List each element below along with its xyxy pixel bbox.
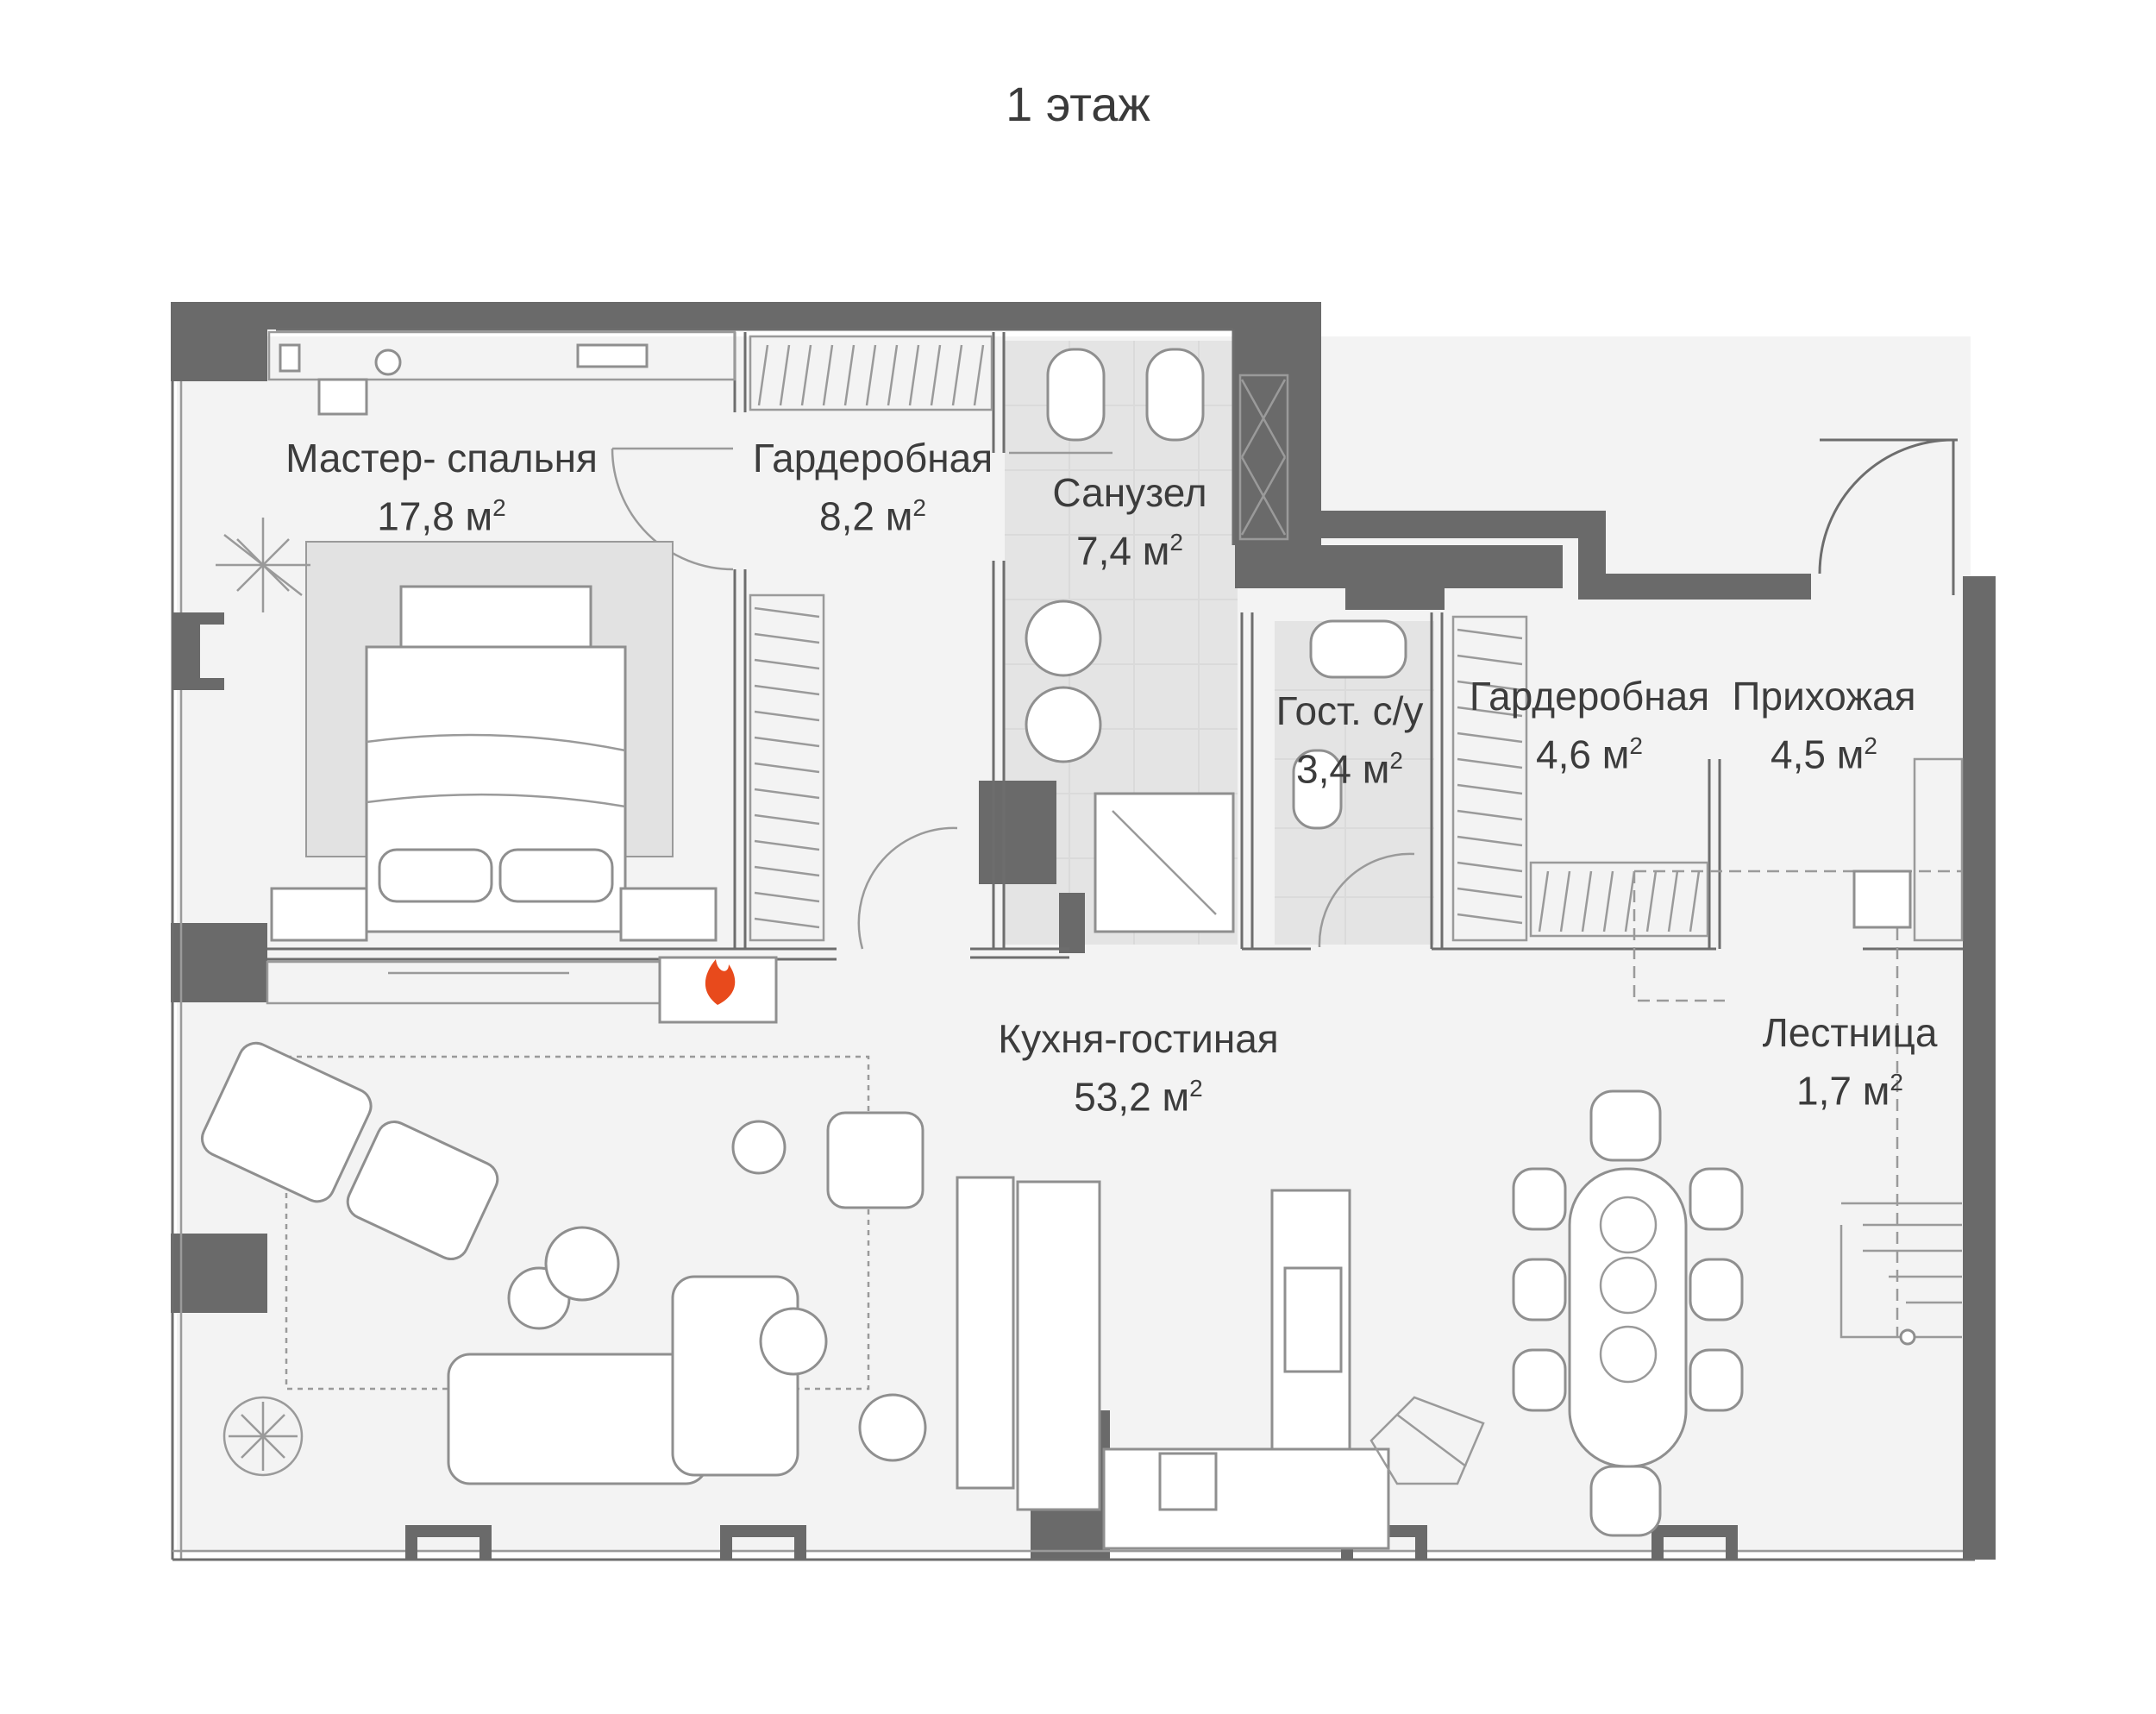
entry-door[interactable] — [1818, 438, 1958, 595]
room-area: 53,2 м2 — [1074, 1074, 1203, 1120]
room-area: 8,2 м2 — [819, 493, 926, 539]
room-wardrobe-2: Гардеробная 4,6 м2 — [1470, 671, 1709, 779]
room-name: Лестница — [1762, 1010, 1938, 1055]
room-name: Кухня-гостиная — [998, 1016, 1279, 1061]
kitchen-island — [956, 1176, 1390, 1550]
room-area: 7,4 м2 — [1076, 528, 1183, 574]
dining-table — [1369, 1089, 1744, 1537]
room-name: Мастер- спальня — [285, 436, 598, 480]
room-area: 17,8 м2 — [377, 493, 506, 539]
room-staircase: Лестница 1,7 м2 — [1763, 1008, 1938, 1115]
bedroom-desk — [267, 330, 736, 416]
floor-title: 1 этаж — [1006, 77, 1150, 131]
room-name: Гост. с/у — [1275, 688, 1424, 733]
room-area: 4,5 м2 — [1771, 731, 1877, 777]
room-bathroom: Санузел 7,4 м2 — [1052, 468, 1206, 575]
exterior-walls — [171, 302, 1996, 1560]
bathroom-fixtures — [1025, 348, 1407, 933]
room-master-bedroom: Мастер- спальня 17,8 м2 — [285, 433, 598, 541]
room-hallway: Прихожая 4,5 м2 — [1732, 671, 1915, 779]
room-area: 4,6 м2 — [1536, 731, 1643, 777]
interior-doors[interactable] — [611, 447, 1415, 950]
room-area: 1,7 м2 — [1796, 1068, 1903, 1114]
room-name: Санузел — [1052, 470, 1207, 515]
room-area: 3,4 м2 — [1296, 746, 1403, 792]
bedroom-plant — [216, 518, 310, 612]
fireplace — [658, 956, 778, 1024]
staircase-drawing — [1633, 757, 1964, 1346]
window-mullions — [172, 612, 1738, 1560]
room-name: Гардеробная — [752, 436, 993, 480]
room-name: Прихожая — [1732, 674, 1916, 719]
living-room-furniture — [200, 1041, 927, 1485]
bed — [270, 541, 718, 942]
room-name: Гардеробная — [1469, 674, 1710, 719]
room-kitchen-living: Кухня-гостиная 53,2 м2 — [998, 1014, 1278, 1121]
window-glazing — [171, 381, 1975, 1561]
room-guest-wc: Гост. с/у 3,4 м2 — [1276, 686, 1424, 794]
wardrobe-racks — [749, 335, 1709, 942]
room-wardrobe-1: Гардеробная 8,2 м2 — [753, 433, 993, 541]
